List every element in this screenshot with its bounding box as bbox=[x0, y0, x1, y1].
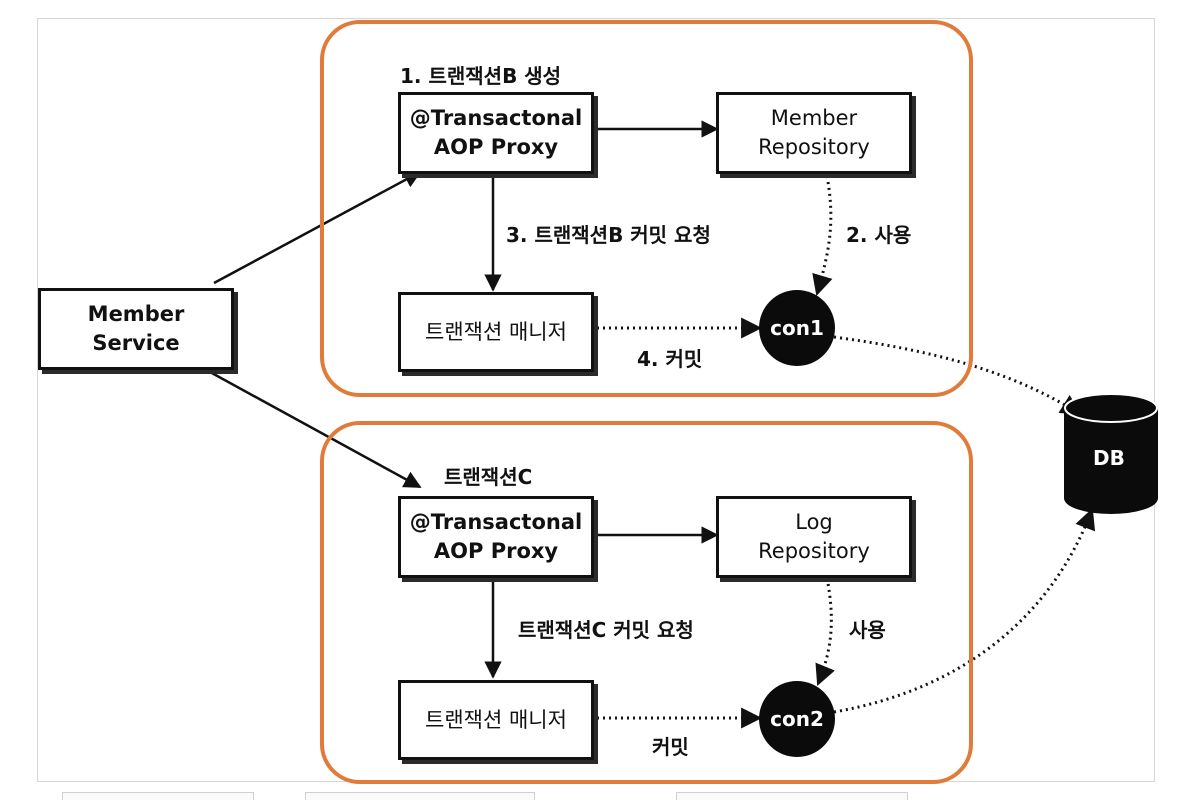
transaction-b-group bbox=[320, 20, 973, 397]
member-repository-line1: Member bbox=[770, 106, 858, 130]
connection-con2-label: con2 bbox=[770, 707, 824, 731]
member-repository-line2: Repository bbox=[758, 135, 870, 159]
arrow-con1-to-db bbox=[833, 335, 1082, 416]
arrow-service-to-proxy-c bbox=[209, 370, 422, 489]
aop-proxy-c-line1: @Transactonal bbox=[409, 510, 583, 534]
member-service-line2: Service bbox=[92, 331, 180, 355]
connection-con1-label: con1 bbox=[770, 316, 824, 340]
log-repository: Log Repository bbox=[716, 496, 912, 578]
log-repository-line2: Repository bbox=[758, 539, 870, 563]
transaction-manager-c: 트랜잭션 매니저 bbox=[398, 680, 594, 760]
aop-proxy-c: @Transactonal AOP Proxy bbox=[398, 496, 594, 578]
aop-proxy-b-line1: @Transactonal bbox=[409, 106, 583, 130]
transaction-c-title: 트랜잭션C bbox=[444, 465, 533, 489]
member-service: Member Service bbox=[38, 288, 234, 370]
commit-request-c: 트랜잭션C 커밋 요청 bbox=[518, 618, 694, 642]
use-c: 사용 bbox=[849, 618, 886, 642]
arrow-repo-c-to-con2 bbox=[815, 577, 835, 686]
commit-c: 커밋 bbox=[652, 735, 689, 759]
aop-proxy-c-line2: AOP Proxy bbox=[433, 539, 559, 563]
arrow-con2-to-db bbox=[833, 508, 1096, 714]
bottom-tab-stub-2 bbox=[305, 792, 535, 800]
step-commit-b: 4. 커밋 bbox=[637, 347, 703, 371]
database-cylinder bbox=[1064, 393, 1158, 514]
step-use-b: 2. 사용 bbox=[846, 223, 912, 247]
step-create-transaction-b: 1. 트랜잭션B 생성 bbox=[400, 64, 562, 88]
connection-con2: con2 bbox=[759, 681, 835, 757]
database-label: DB bbox=[1093, 446, 1125, 470]
log-repository-line1: Log bbox=[795, 510, 833, 534]
transaction-manager-c-label: 트랜잭션 매니저 bbox=[425, 707, 567, 732]
transaction-manager-b-label: 트랜잭션 매니저 bbox=[425, 319, 567, 344]
member-service-line1: Member bbox=[87, 302, 185, 326]
step-commit-request-b: 3. 트랜잭션B 커밋 요청 bbox=[506, 223, 711, 247]
connection-con1: con1 bbox=[759, 290, 835, 366]
aop-proxy-b-line2: AOP Proxy bbox=[433, 135, 559, 159]
transaction-manager-b: 트랜잭션 매니저 bbox=[398, 292, 594, 372]
transaction-c-group bbox=[320, 421, 973, 784]
aop-proxy-b: @Transactonal AOP Proxy bbox=[398, 92, 594, 174]
bottom-tab-stub-1 bbox=[62, 792, 254, 800]
member-repository: Member Repository bbox=[716, 92, 912, 174]
bottom-tab-stub-3 bbox=[676, 792, 908, 800]
arrow-service-to-proxy-b bbox=[213, 170, 422, 285]
